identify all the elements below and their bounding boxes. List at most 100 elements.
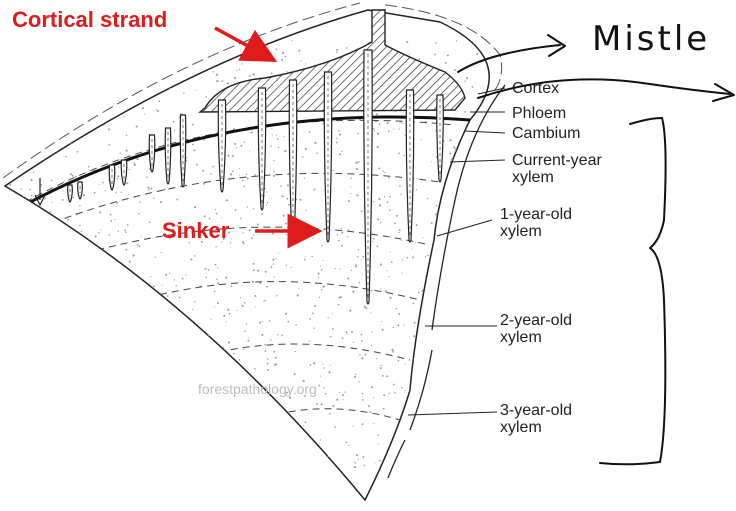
stipple-dot	[411, 457, 413, 459]
stipple-dot	[174, 130, 175, 131]
stipple-dot	[108, 128, 110, 130]
stipple-dot	[406, 41, 408, 43]
stipple-dot	[19, 493, 20, 494]
stipple-dot	[336, 399, 338, 401]
stipple-dot	[249, 229, 251, 231]
stipple-dot	[246, 174, 247, 175]
stipple-dot	[271, 146, 272, 147]
stipple-dot	[172, 62, 174, 64]
stipple-dot	[125, 232, 126, 233]
stipple-dot	[47, 53, 49, 55]
stipple-dot	[452, 431, 454, 433]
stipple-dot	[339, 297, 341, 299]
stipple-dot	[430, 322, 431, 323]
stipple-dot	[57, 463, 59, 465]
stipple-dot	[38, 350, 40, 352]
stipple-dot	[434, 54, 436, 56]
stipple-dot	[84, 318, 85, 319]
stipple-dot	[281, 334, 283, 336]
stipple-dot	[15, 159, 17, 161]
stipple-dot	[52, 245, 53, 246]
stipple-dot	[392, 454, 394, 456]
stipple-dot	[143, 39, 145, 41]
stipple-dot	[185, 323, 187, 325]
stipple-dot	[436, 205, 437, 206]
stipple-dot	[66, 395, 68, 397]
stipple-dot	[371, 332, 372, 333]
stipple-dot	[449, 153, 451, 155]
stipple-dot	[421, 290, 423, 292]
stipple-dot	[108, 311, 110, 313]
stipple-dot	[413, 335, 415, 337]
stipple-dot	[92, 440, 93, 441]
stipple-dot	[384, 172, 385, 173]
stipple-dot	[28, 49, 29, 50]
stipple-dot	[289, 397, 291, 399]
stipple-dot	[333, 467, 334, 468]
stipple-dot	[381, 321, 382, 322]
stipple-dot	[250, 455, 252, 457]
stipple-dot	[398, 153, 400, 155]
stipple-dot	[474, 259, 476, 261]
stipple-dot	[139, 246, 141, 248]
stipple-dot	[274, 276, 275, 277]
stipple-dot	[418, 441, 420, 443]
stipple-dot	[233, 353, 234, 354]
stipple-dot	[415, 387, 417, 389]
stipple-dot	[300, 60, 301, 61]
stipple-dot	[436, 306, 438, 308]
stipple-dot	[389, 196, 391, 198]
stipple-dot	[333, 170, 334, 171]
stipple-dot	[282, 52, 284, 54]
stipple-dot	[81, 278, 83, 280]
stipple-dot	[403, 155, 404, 156]
stipple-dot	[477, 429, 479, 431]
stipple-dot	[132, 323, 133, 324]
stipple-dot	[217, 302, 219, 304]
stipple-dot	[417, 178, 418, 179]
stipple-dot	[115, 496, 116, 497]
stipple-dot	[88, 65, 89, 66]
stipple-dot	[341, 232, 343, 234]
stipple-dot	[454, 408, 456, 410]
stipple-dot	[122, 272, 124, 274]
stipple-dot	[454, 179, 456, 181]
stipple-dot	[436, 315, 437, 316]
stipple-dot	[355, 374, 356, 375]
stipple-dot	[154, 70, 155, 71]
stipple-dot	[16, 342, 18, 344]
stipple-dot	[15, 402, 16, 403]
stipple-dot	[257, 270, 259, 272]
stipple-dot	[126, 150, 128, 152]
stipple-dot	[351, 331, 353, 333]
stipple-dot	[276, 486, 278, 488]
stipple-dot	[91, 370, 92, 371]
stipple-dot	[68, 441, 70, 443]
stipple-dot	[42, 232, 43, 233]
stipple-dot	[132, 444, 134, 446]
stipple-dot	[10, 472, 11, 473]
stipple-dot	[267, 448, 269, 450]
stipple-dot	[454, 69, 456, 71]
stipple-dot	[60, 97, 62, 99]
stipple-dot	[79, 205, 80, 206]
stipple-dot	[459, 426, 461, 428]
stipple-dot	[239, 69, 240, 70]
stipple-dot	[41, 184, 43, 186]
stipple-dot	[351, 270, 352, 271]
stipple-dot	[154, 364, 156, 366]
stipple-dot	[154, 450, 155, 451]
stipple-dot	[71, 131, 72, 132]
stipple-dot	[12, 271, 13, 272]
stipple-dot	[304, 178, 305, 179]
stipple-dot	[165, 52, 166, 53]
stipple-dot	[213, 71, 214, 72]
stipple-dot	[40, 461, 42, 463]
stipple-dot	[94, 41, 95, 42]
stipple-dot	[255, 295, 257, 297]
stipple-dot	[179, 297, 181, 299]
stipple-dot	[13, 387, 15, 389]
stipple-dot	[31, 179, 33, 181]
stipple-dot	[76, 328, 77, 329]
stipple-dot	[17, 401, 19, 403]
